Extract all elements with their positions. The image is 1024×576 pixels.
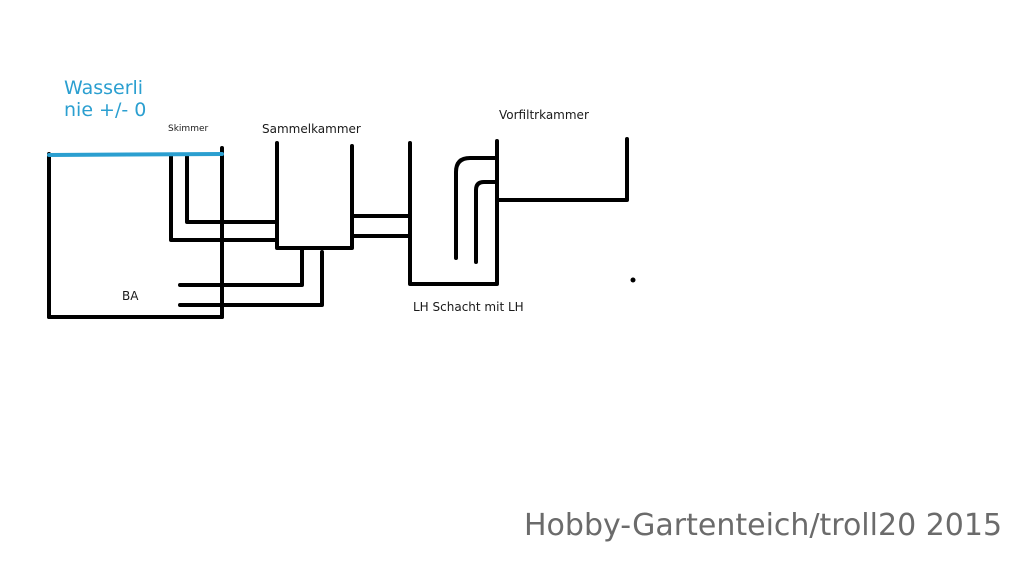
airlift-pipe-inner	[474, 180, 499, 264]
lh-schacht-label: LH Schacht mit LH	[413, 300, 524, 314]
lh-schacht-chamber	[408, 139, 499, 286]
waterline-label-line2: nie +/- 0	[64, 98, 147, 121]
skimmer-label: Skimmer	[168, 124, 209, 134]
vorfiltrkammer-chamber	[495, 137, 629, 202]
marker-dot	[630, 277, 636, 283]
ba-pipe-lower	[178, 250, 324, 307]
skimmer-pipe-inner	[185, 153, 278, 224]
ba-label: BA	[122, 289, 139, 303]
ba-pipe-upper	[178, 248, 304, 287]
waterline-label: Wasserli nie +/- 0	[64, 77, 147, 122]
sammelkammer-label: Sammelkammer	[262, 122, 361, 136]
skimmer-pipe-outer	[169, 153, 278, 242]
waterline-label-line1: Wasserli	[64, 77, 144, 99]
airlift-pipe-outer	[454, 156, 499, 260]
sammelkammer-chamber	[275, 141, 354, 250]
vorfiltrkammer-label: Vorfiltrkammer	[499, 108, 589, 122]
waterline	[47, 152, 224, 157]
watermark: Hobby-Gartenteich/troll20 2015	[524, 508, 1003, 543]
